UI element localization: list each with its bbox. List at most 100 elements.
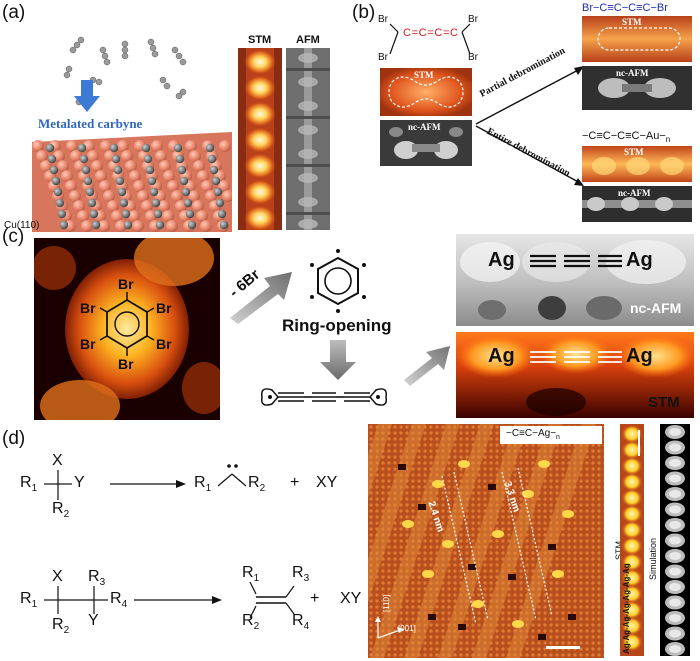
p1-r1: R1 bbox=[194, 474, 211, 494]
stm-image-d bbox=[368, 424, 604, 658]
metalated-carbyne-label: Metalated carbyne bbox=[38, 116, 143, 131]
direction-001: [001] bbox=[398, 624, 416, 633]
stm-tag-b1: STM bbox=[414, 70, 434, 80]
panel-d-label: (d) bbox=[2, 428, 26, 449]
arrow-icon-c2 bbox=[320, 340, 356, 380]
p2-r2-letter: R bbox=[242, 612, 254, 629]
p2-r2-sub: 2 bbox=[253, 621, 260, 633]
polymer-formula-d: −C≡C−Ag−n bbox=[506, 428, 560, 441]
branch-arrows bbox=[475, 66, 584, 186]
afm-image-b2 bbox=[582, 66, 692, 110]
stm-tag-b3: STM bbox=[624, 147, 644, 157]
p1-r1-sub: 1 bbox=[205, 483, 212, 495]
br-c2: Br bbox=[156, 300, 172, 316]
simulation-label: Simulation bbox=[648, 537, 658, 580]
stm-chain-image bbox=[620, 424, 644, 656]
xy-2: XY bbox=[340, 590, 362, 607]
panel-b-label: (b) bbox=[352, 2, 376, 23]
r2-r2-sub: 2 bbox=[63, 625, 70, 637]
svg-text:C=C=C=C: C=C=C=C bbox=[403, 27, 458, 39]
stm-image-a bbox=[238, 48, 282, 230]
afm-image-b1 bbox=[380, 120, 472, 166]
p2-r1-letter: R bbox=[242, 564, 254, 581]
r2-x: X bbox=[52, 568, 63, 585]
br-label-b4: Br bbox=[468, 52, 478, 63]
r1-y: Y bbox=[74, 474, 85, 491]
entire-product-repeat: −C≡C−C≡C−Au− bbox=[582, 130, 666, 142]
nc-afm-tag-c: nc-AFM bbox=[630, 300, 682, 316]
reaction-schemes bbox=[44, 464, 295, 619]
p2-r3: R3 bbox=[292, 564, 309, 584]
r2-r3-sub: 3 bbox=[99, 577, 106, 589]
r1-r2: R2 bbox=[52, 500, 69, 520]
br-c4: Br bbox=[118, 356, 134, 372]
r1-r2-sub: 2 bbox=[63, 509, 70, 521]
r2-r4: R4 bbox=[110, 590, 127, 610]
r2-r3: R3 bbox=[88, 568, 105, 588]
r2-r3-letter: R bbox=[88, 568, 100, 585]
down-arrow-icon bbox=[74, 80, 100, 112]
entire-product-formula: −C≡C−C≡C−Au−n bbox=[582, 130, 670, 144]
p2-r4-letter: R bbox=[292, 612, 304, 629]
afm-tag-b2: nc-AFM bbox=[616, 68, 649, 78]
direction-110: [110] bbox=[382, 594, 391, 612]
plus-2: + bbox=[310, 590, 320, 607]
xy-1: XY bbox=[316, 474, 338, 491]
substrate-label: Cu(110) bbox=[4, 220, 40, 231]
r2-r4-sub: 4 bbox=[121, 599, 128, 611]
r2-y: Y bbox=[88, 612, 99, 629]
triyne-chain bbox=[260, 388, 388, 406]
benzyne-ring bbox=[310, 249, 366, 313]
r1-r1-letter: R bbox=[20, 474, 32, 491]
br-c5: Br bbox=[80, 336, 96, 352]
r1-x: X bbox=[52, 452, 63, 469]
ag-chain-label: Ag-Ag-Ag-Ag-Ag-Ag-Ag bbox=[622, 563, 631, 654]
tetrabromo-precursor: C=C=C=C bbox=[389, 23, 471, 55]
stm-image-c2 bbox=[456, 332, 694, 418]
br-label-b3: Br bbox=[468, 14, 478, 25]
polymer-repeat: −C≡C−Ag− bbox=[506, 428, 557, 439]
r2-r1: R1 bbox=[20, 590, 37, 610]
br-c1: Br bbox=[118, 276, 134, 292]
p2-r3-sub: 3 bbox=[303, 573, 310, 585]
ag-right-afm: Ag bbox=[626, 249, 653, 271]
r1-r2-letter: R bbox=[52, 500, 64, 517]
r2-r2-letter: R bbox=[52, 616, 64, 633]
panel-c-label: (c) bbox=[2, 226, 25, 247]
p2-r1: R1 bbox=[242, 564, 259, 584]
r1-r1-sub: 1 bbox=[31, 483, 38, 495]
stm-tag-b2: STM bbox=[622, 17, 642, 27]
stm-image-b2 bbox=[582, 16, 692, 62]
entire-product-subscript: n bbox=[665, 135, 671, 145]
r1-r1: R1 bbox=[20, 474, 37, 494]
p1-r1-letter: R bbox=[194, 474, 206, 491]
polymer-subscript: n bbox=[556, 434, 560, 441]
ag-left-afm: Ag bbox=[488, 249, 515, 271]
arrow-icon-c3 bbox=[404, 346, 450, 386]
copper-surface bbox=[32, 132, 232, 232]
r2-r2: R2 bbox=[52, 616, 69, 636]
p2-r4: R4 bbox=[292, 612, 309, 632]
ring-opening-label: Ring-opening bbox=[282, 316, 392, 335]
br-c3: Br bbox=[156, 336, 172, 352]
ag-left-stm: Ag bbox=[488, 345, 515, 367]
arrow-icon-c1 bbox=[230, 272, 292, 324]
afm-image-b3 bbox=[582, 186, 692, 222]
p1-r2-sub: 2 bbox=[259, 483, 266, 495]
br-label-b2: Br bbox=[378, 52, 388, 63]
afm-column-title: AFM bbox=[296, 34, 320, 46]
stm-image-b1 bbox=[380, 68, 472, 116]
r2-r4-letter: R bbox=[110, 590, 122, 607]
afm-tag-b1: nc-AFM bbox=[408, 122, 441, 132]
p1-r2-letter: R bbox=[248, 474, 260, 491]
stm-tag-c: STM bbox=[648, 394, 680, 411]
p2-r3-letter: R bbox=[292, 564, 304, 581]
p2-r2: R2 bbox=[242, 612, 259, 632]
p2-r4-sub: 4 bbox=[303, 621, 310, 633]
br-c6: Br bbox=[80, 300, 96, 316]
afm-image-c bbox=[456, 234, 694, 326]
stm-column-title: STM bbox=[248, 34, 272, 46]
p1-r2: R2 bbox=[248, 474, 265, 494]
r2-r1-letter: R bbox=[20, 590, 32, 607]
plus-1: + bbox=[290, 474, 300, 491]
